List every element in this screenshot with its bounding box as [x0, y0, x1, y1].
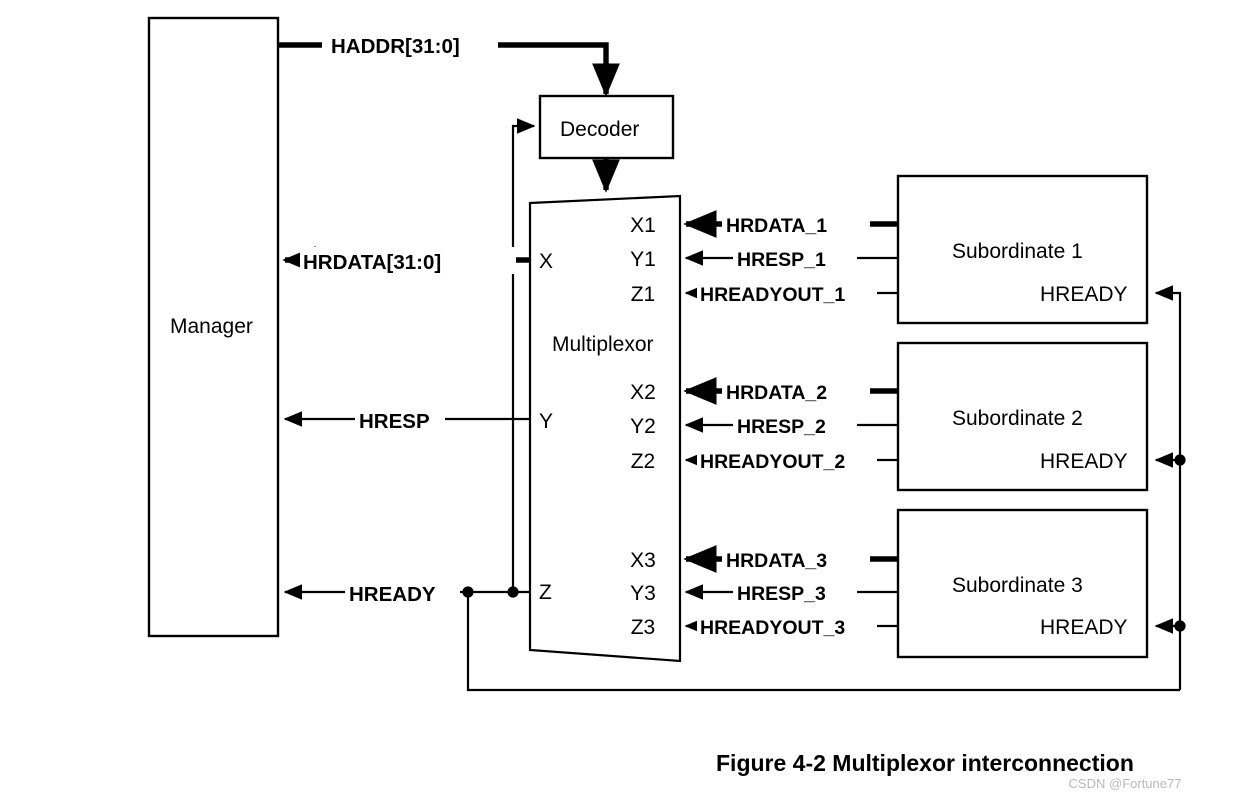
- mux-port-y1-label: Y1: [630, 248, 656, 271]
- mux-port-y-label: Y: [539, 410, 553, 433]
- hready-junction-dot-right: [507, 586, 519, 598]
- hready-distribution-bus-wire: [1154, 285, 1182, 690]
- hready-to-manager-label: HREADY: [349, 583, 436, 606]
- hready-label-backing: [345, 579, 460, 606]
- subordinate-1-hready-label: HREADY: [1040, 283, 1128, 306]
- hrdata-3-label-backing: [722, 546, 870, 573]
- mux-port-z3-label: Z3: [631, 616, 656, 639]
- mux-port-y3-label: Y3: [630, 582, 656, 605]
- multiplexor-label: Multiplexor: [552, 333, 654, 356]
- hresp-2-label: HRESP_2: [737, 416, 826, 438]
- hready-to-decoder-feedback-wire: [511, 118, 536, 592]
- hresp-3-label: HRESP_3: [737, 583, 826, 605]
- manager-block: [147, 16, 280, 638]
- hrdata-2-label-backing: [722, 378, 870, 405]
- subordinate-1-label: Subordinate 1: [952, 240, 1083, 263]
- figure-caption: Figure 4-2 Multiplexor interconnection: [716, 750, 1134, 776]
- mux-port-x2-label: X2: [630, 381, 656, 404]
- mux-port-x-label: X: [539, 250, 553, 273]
- hresp-3-label-backing: [733, 580, 857, 606]
- decoder-label: Decoder: [560, 118, 639, 141]
- mux-port-z2-label: Z2: [631, 450, 656, 473]
- subordinate-2-label: Subordinate 2: [952, 407, 1083, 430]
- hready-junction-dot-left: [462, 586, 474, 598]
- hresp-to-manager-label: HRESP: [359, 410, 430, 433]
- hreadyout-1-label-backing: [697, 281, 877, 307]
- hresp-1-label: HRESP_1: [737, 249, 826, 271]
- hreadyout-2-label-backing: [697, 448, 877, 474]
- haddr-label-backing: [322, 31, 498, 59]
- mux-port-x1-label: X1: [630, 214, 656, 237]
- hresp-label-backing: [355, 406, 445, 433]
- subordinate-3-hready-label: HREADY: [1040, 616, 1128, 639]
- multiplexor-block: [528, 194, 682, 663]
- hrdata-label-backing: [300, 247, 516, 274]
- hready-junction-dot-sub2: [1174, 454, 1186, 466]
- mux-port-z1-label: Z1: [631, 283, 656, 306]
- subordinate-3-block: [896, 508, 1149, 659]
- hresp-1-label-backing: [733, 246, 857, 272]
- subordinate-3-label: Subordinate 3: [952, 574, 1083, 597]
- haddr-label: HADDR[31:0]: [331, 35, 460, 58]
- mux-port-x3-label: X3: [630, 549, 656, 572]
- hresp-2-label-backing: [733, 413, 857, 439]
- hreadyout-1-label: HREADYOUT_1: [700, 284, 845, 306]
- hreadyout-3-label-backing: [697, 614, 877, 640]
- hrdata-1-label-backing: [722, 211, 870, 238]
- subordinate-1-block: [896, 174, 1149, 325]
- hrdata-2-label: HRDATA_2: [726, 382, 827, 404]
- mux-port-z-label: Z: [539, 581, 552, 604]
- hrdata-3-label: HRDATA_3: [726, 550, 827, 572]
- hreadyout-2-label: HREADYOUT_2: [700, 451, 845, 473]
- subordinate-2-hready-label: HREADY: [1040, 450, 1128, 473]
- hreadyout-3-label: HREADYOUT_3: [700, 617, 845, 639]
- mux-port-y2-label: Y2: [630, 415, 656, 438]
- hrdata-to-manager-label: HRDATA[31:0]: [303, 251, 441, 274]
- hready-junction-dot-sub3: [1174, 620, 1186, 632]
- subordinate-2-block: [896, 341, 1149, 492]
- hready-return-bus-wire: [466, 592, 1180, 692]
- hrdata-1-label: HRDATA_1: [726, 215, 827, 237]
- manager-label: Manager: [170, 315, 253, 338]
- watermark-label: CSDN @Fortune77: [1069, 776, 1182, 791]
